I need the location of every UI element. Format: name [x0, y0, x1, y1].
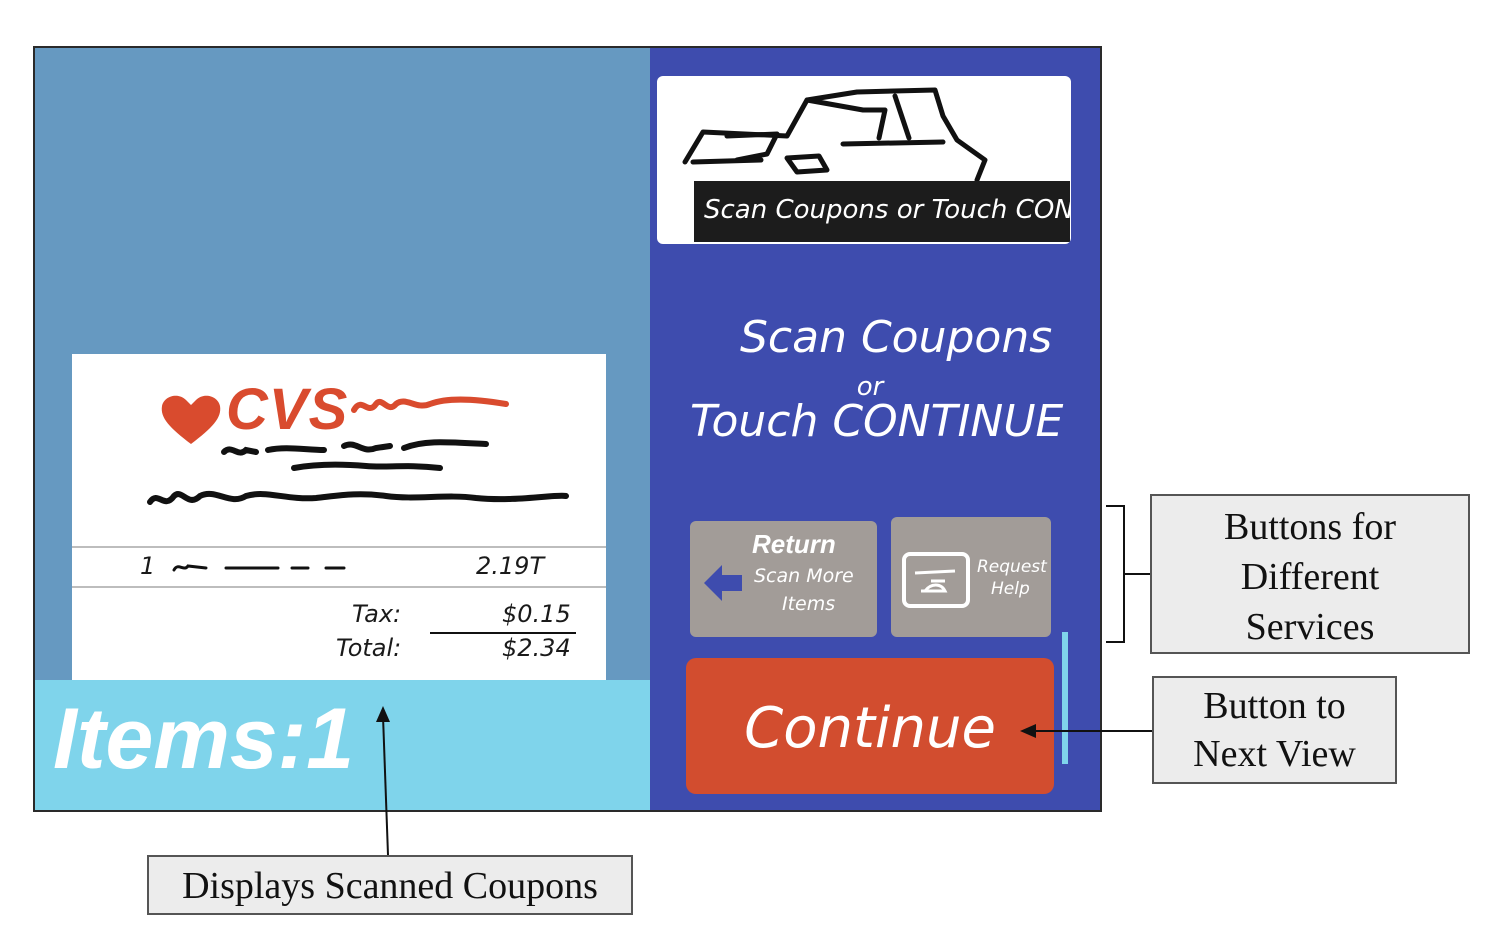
scanner-instruction-card: Scan Coupons or Touch CONTINUE	[657, 76, 1071, 244]
cvs-heart-icon	[161, 395, 221, 444]
scanner-caption: Scan Coupons or Touch CONTINUE	[704, 195, 1071, 225]
annotation-service-buttons: Buttons for Different Services	[1150, 494, 1470, 654]
item-quantity: 1	[140, 552, 156, 580]
store-tagline-scribble	[351, 396, 509, 413]
store-name: CVS	[226, 377, 349, 442]
items-count: Items:1	[53, 691, 355, 787]
prompt-scan-coupons: Scan Coupons	[740, 312, 1053, 363]
total-value: $2.34	[502, 634, 571, 662]
annotation-text: Services	[1245, 606, 1375, 648]
scanner-illustration-icon	[682, 87, 988, 183]
annotation-text: Different	[1240, 556, 1380, 598]
request-help-button[interactable]: Request Help	[891, 517, 1051, 637]
request-help-label: Help	[991, 579, 1030, 599]
continue-button[interactable]: Continue	[686, 658, 1054, 794]
receipt-divider	[72, 586, 606, 588]
items-count-bar: Items:1	[35, 680, 650, 810]
receipt-address-scribble	[147, 439, 569, 505]
scanner-caption-bar: Scan Coupons or Touch CONTINUE	[694, 181, 1071, 242]
annotation-scanned-coupons: Displays Scanned Coupons	[147, 855, 633, 915]
annotation-text: Displays Scanned Coupons	[182, 865, 598, 907]
return-scan-more-items-button[interactable]: Return Scan More Items	[690, 521, 877, 637]
prompt-touch-continue: Touch CONTINUE	[690, 396, 1064, 447]
annotation-next-view: Button to Next View	[1152, 676, 1397, 784]
receipt: CVS 1 2.19T Tax: $0.15	[72, 354, 606, 686]
item-price: 2.19T	[476, 552, 545, 580]
request-help-label: Request	[977, 557, 1047, 577]
continue-label: Continue	[744, 696, 996, 761]
items-bar-edge	[1062, 632, 1068, 764]
tax-label: Tax:	[352, 600, 402, 628]
return-subtitle: Items	[782, 593, 836, 615]
annotation-text: Buttons for	[1223, 506, 1397, 548]
total-underline	[430, 632, 576, 634]
tax-value: $0.15	[502, 600, 571, 628]
annotation-text: Next View	[1193, 733, 1356, 775]
help-screen-icon	[902, 552, 970, 608]
total-label: Total:	[336, 634, 402, 662]
annotation-text: Button to	[1203, 685, 1346, 727]
receipt-divider	[72, 546, 606, 548]
return-title: Return	[752, 529, 836, 559]
arrow-left-icon	[704, 565, 742, 601]
scanned-coupons-panel: CVS 1 2.19T Tax: $0.15	[35, 48, 650, 810]
item-description-scribble	[172, 564, 346, 572]
prompt-or: or	[856, 372, 884, 402]
return-subtitle: Scan More	[754, 565, 854, 587]
